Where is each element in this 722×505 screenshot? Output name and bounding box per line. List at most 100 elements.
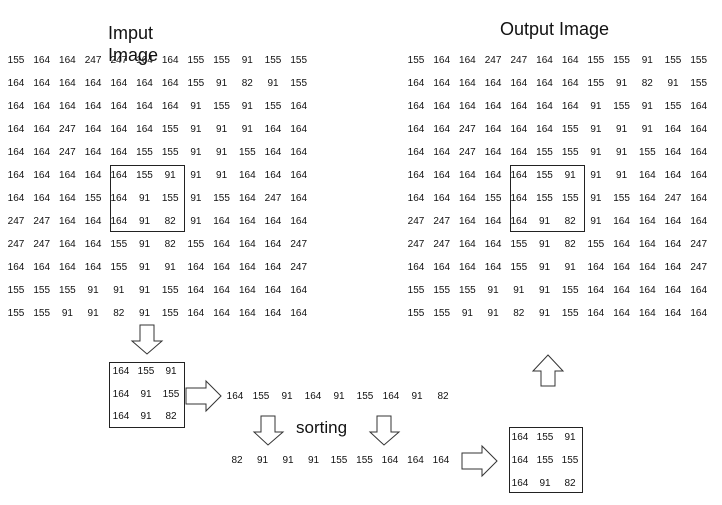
matrix-cell: 91 [190, 101, 202, 112]
sequence-value: 82 [437, 391, 449, 402]
sequence-value: 164 [432, 455, 450, 466]
matrix-cell: 164 [536, 78, 553, 89]
matrix-cell: 164 [484, 147, 502, 158]
matrix-cell: 164 [510, 101, 528, 112]
matrix-cell: 164 [7, 101, 25, 112]
matrix-cell: 155 [613, 55, 630, 66]
matrix-cell: 164 [536, 124, 553, 135]
matrix-cell: 91 [241, 55, 253, 66]
matrix-cell: 91 [461, 308, 473, 319]
matrix-cell: 164 [510, 78, 528, 89]
matrix-cell: 247 [59, 147, 76, 158]
matrix-cell: 91 [216, 170, 228, 181]
matrix-cell: 164 [187, 285, 205, 296]
matrix-cell: 91 [138, 216, 151, 227]
matrix-cell: 164 [84, 101, 102, 112]
matrix-cell: 155 [136, 170, 153, 181]
matrix-cell: 164 [433, 124, 451, 135]
sequence-value: 164 [381, 455, 399, 466]
matrix-cell: 164 [484, 239, 502, 250]
matrix-cell: 164 [84, 78, 102, 89]
matrix-cell: 164 [510, 147, 528, 158]
matrix-cell: 155 [613, 193, 630, 204]
matrix-cell: 247 [690, 239, 708, 250]
matrix-cell: 91 [616, 78, 628, 89]
sequence-value: 155 [356, 455, 373, 466]
matrix-cell: 164 [136, 78, 153, 89]
matrix-cell: 164 [664, 285, 682, 296]
matrix-cell: 164 [161, 101, 179, 112]
matrix-cell: 164 [238, 170, 256, 181]
matrix-cell: 164 [690, 170, 708, 181]
window-output-box [509, 427, 583, 493]
matrix-cell: 155 [213, 193, 230, 204]
matrix-cell: 164 [561, 78, 579, 89]
matrix-cell: 164 [664, 124, 682, 135]
sequence-value: 91 [282, 455, 294, 466]
matrix-cell: 164 [433, 193, 451, 204]
matrix-cell: 155 [587, 55, 605, 66]
matrix-cell: 164 [690, 124, 708, 135]
matrix-cell: 164 [407, 78, 425, 89]
matrix-cell: 164 [510, 216, 528, 227]
matrix-cell: 164 [264, 147, 282, 158]
matrix-cell: 82 [113, 308, 125, 319]
matrix-cell: 82 [641, 78, 653, 89]
window-cell: 164 [511, 455, 529, 466]
matrix-cell: 91 [590, 124, 602, 135]
matrix-cell: 155 [638, 147, 656, 158]
output-window-highlight [510, 165, 585, 232]
matrix-cell: 91 [164, 170, 176, 181]
matrix-cell: 247 [7, 239, 25, 250]
matrix-cell: 155 [238, 147, 256, 158]
matrix-cell: 155 [187, 78, 205, 89]
matrix-cell: 91 [590, 101, 602, 112]
matrix-cell: 164 [510, 170, 528, 181]
matrix-cell: 164 [264, 124, 282, 135]
matrix-cell: 164 [459, 101, 476, 112]
matrix-cell: 164 [59, 170, 76, 181]
matrix-cell: 91 [190, 147, 202, 158]
sequence-value: 91 [333, 391, 345, 402]
matrix-cell: 164 [7, 124, 25, 135]
matrix-cell: 164 [407, 262, 425, 273]
matrix-cell: 164 [536, 101, 553, 112]
matrix-cell: 164 [613, 308, 630, 319]
down-arrow-icon [252, 415, 285, 446]
matrix-cell: 155 [161, 285, 179, 296]
matrix-cell: 164 [290, 170, 308, 181]
matrix-cell: 164 [664, 216, 682, 227]
matrix-cell: 164 [187, 262, 205, 273]
matrix-cell: 91 [138, 193, 151, 204]
matrix-cell: 155 [110, 262, 128, 273]
matrix-cell: 91 [487, 285, 499, 296]
matrix-cell: 91 [616, 170, 628, 181]
matrix-cell: 164 [238, 239, 256, 250]
matrix-cell: 155 [407, 308, 425, 319]
matrix-cell: 155 [587, 78, 605, 89]
matrix-cell: 164 [33, 262, 51, 273]
up-arrow-icon [531, 354, 565, 387]
matrix-cell: 155 [33, 308, 51, 319]
matrix-cell: 91 [241, 124, 253, 135]
right-arrow-icon [461, 444, 498, 478]
matrix-cell: 164 [638, 216, 656, 227]
sequence-value: 91 [281, 391, 293, 402]
matrix-cell: 91 [190, 193, 202, 204]
matrix-cell: 91 [641, 101, 653, 112]
matrix-cell: 164 [59, 262, 76, 273]
matrix-cell: 164 [613, 285, 630, 296]
matrix-cell: 91 [138, 239, 151, 250]
matrix-cell: 164 [59, 216, 76, 227]
matrix-cell: 164 [33, 193, 51, 204]
matrix-cell: 91 [616, 147, 628, 158]
down-arrow-icon [368, 415, 401, 446]
matrix-cell: 155 [84, 193, 102, 204]
matrix-cell: 164 [238, 262, 256, 273]
matrix-cell: 164 [664, 170, 682, 181]
matrix-cell: 164 [690, 193, 708, 204]
matrix-cell: 164 [33, 101, 51, 112]
matrix-cell: 164 [459, 193, 476, 204]
matrix-cell: 164 [84, 147, 102, 158]
matrix-cell: 91 [267, 78, 279, 89]
